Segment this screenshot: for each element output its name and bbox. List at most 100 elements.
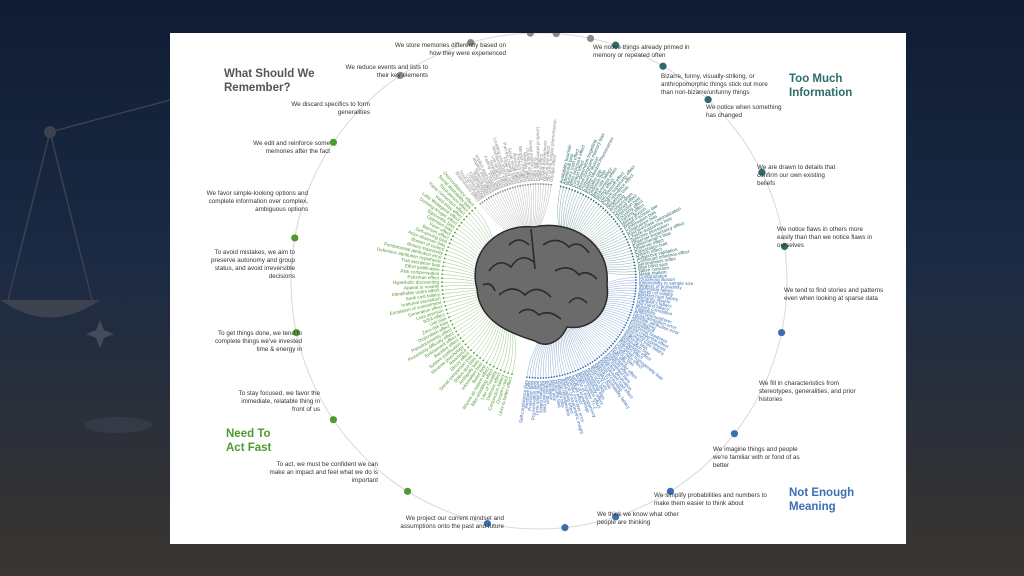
branch-node — [634, 270, 637, 273]
brain-shape — [474, 224, 609, 345]
branch-node — [547, 183, 550, 186]
branch-node — [501, 190, 504, 192]
branch-node — [504, 189, 507, 191]
branch-node — [624, 324, 627, 327]
branch-node — [532, 183, 534, 186]
category-stay-focused: To stay focused, we favor the immediate,… — [238, 390, 320, 413]
branch-node — [634, 284, 637, 287]
category-dot — [561, 524, 569, 532]
branch-node — [623, 233, 625, 236]
category-dot — [467, 39, 475, 47]
bias-label: Identifiable victim effect — [392, 288, 441, 298]
branch-node — [536, 377, 539, 379]
brain-fold — [530, 228, 536, 270]
branch-node — [569, 371, 572, 374]
category-dot — [403, 487, 412, 495]
brain-fold — [488, 257, 536, 272]
branch-node — [635, 281, 637, 284]
branch-node — [487, 197, 490, 199]
branch-node — [479, 202, 482, 205]
branch-node — [625, 238, 628, 241]
category-discard-specifics: We discard specifics to form generalitie… — [291, 101, 370, 116]
branch-node — [612, 342, 615, 345]
branch-node — [516, 185, 519, 188]
branch-node — [630, 249, 633, 252]
branch-node — [521, 184, 524, 187]
category-confident-impact: To act, we must be confident we can make… — [269, 461, 378, 484]
branch-node — [558, 374, 561, 377]
branch-node — [617, 336, 620, 338]
branch-node — [553, 375, 556, 378]
bias-label: Unit bias — [429, 316, 448, 328]
branch-node — [496, 367, 498, 370]
branch-node — [568, 187, 571, 190]
branch-node — [604, 350, 607, 353]
category-dot — [612, 41, 620, 49]
branch-node — [442, 265, 445, 268]
branch-node — [633, 261, 636, 264]
branch-node — [626, 319, 629, 322]
bias-label: Time-saving bias — [535, 380, 540, 415]
branch-node — [444, 304, 447, 307]
branch-node — [592, 199, 595, 202]
branch-node — [456, 228, 458, 231]
branch-node — [602, 352, 605, 355]
branch-node — [458, 224, 461, 227]
branch-node — [471, 209, 474, 212]
branch-node — [625, 321, 628, 324]
branch-node — [629, 311, 632, 314]
category-dot — [483, 519, 492, 528]
branch-node — [559, 185, 562, 188]
branch-node — [574, 369, 577, 372]
branch-node — [550, 183, 553, 186]
branch-node — [613, 340, 616, 343]
category-dot — [552, 33, 560, 38]
branch-node — [481, 201, 484, 204]
branch-node — [629, 246, 632, 249]
bias-label: Declinism — [547, 380, 554, 400]
branch-node — [615, 338, 618, 341]
branch-node — [443, 301, 446, 303]
branch-node — [621, 230, 624, 233]
category-flaws-in-others: We notice flaws in others more easily th… — [777, 226, 873, 249]
category-dot — [780, 242, 789, 251]
branch-node — [631, 306, 634, 309]
branch-node — [468, 212, 471, 215]
category-dot — [758, 168, 766, 176]
branch-node — [499, 369, 502, 372]
category-dot — [730, 430, 739, 438]
branch-node — [506, 188, 509, 191]
bias-label: Restraint bias — [524, 380, 532, 409]
branch-node — [442, 261, 445, 264]
branch-node — [634, 287, 637, 290]
bias-label: Recency effect — [512, 153, 523, 184]
branch-node — [503, 370, 506, 373]
category-get-things-done: To get things done, we tend to complete … — [215, 330, 302, 353]
category-reduce-events: We reduce events and lists to their key … — [345, 64, 429, 79]
branch-node — [441, 273, 444, 276]
brain-fold — [498, 288, 552, 298]
bias-label: Modality effect — [522, 152, 530, 183]
bias-label: Masked man fallacy — [638, 291, 680, 301]
branch-node — [585, 195, 587, 198]
branch-node — [539, 183, 542, 185]
category-dot — [586, 34, 595, 43]
branch-node — [614, 220, 617, 223]
category-avoid-mistakes: To avoid mistakes, we aim to preserve au… — [210, 249, 295, 280]
branch-node — [602, 207, 605, 210]
branch-node — [634, 273, 637, 276]
branch-node — [545, 183, 547, 186]
branch-node — [632, 301, 635, 303]
bias-label: Suffix effect — [533, 157, 539, 182]
branch-node — [441, 293, 444, 296]
branch-node — [572, 370, 574, 373]
bias-label: Next-in-line effect — [543, 145, 551, 182]
branch-node — [445, 308, 448, 311]
branch-node — [634, 290, 637, 292]
branch-node — [590, 198, 593, 201]
category-change-noticed: We notice when something has changed — [706, 104, 782, 119]
branch-node — [511, 186, 514, 189]
bias-label: Peltzman effect — [407, 274, 439, 280]
branch-node — [631, 255, 634, 258]
